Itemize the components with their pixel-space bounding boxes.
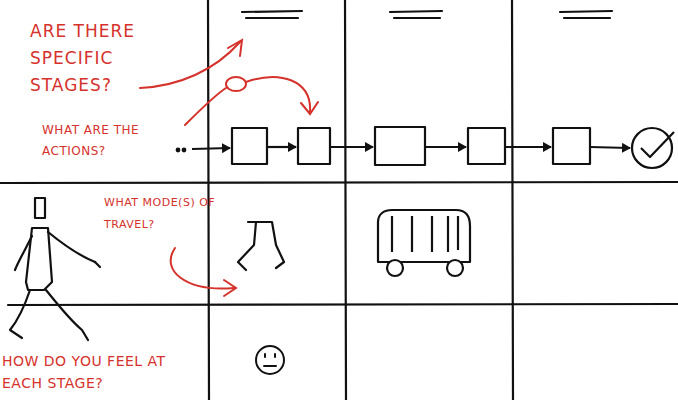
figure-hand xyxy=(95,262,100,267)
dot xyxy=(177,149,180,152)
walking-hip xyxy=(256,221,262,223)
bus-window xyxy=(391,216,393,252)
leader-line xyxy=(185,88,226,125)
annotation-note: HOW DO YOU FEEL AT EACH STAGE? xyxy=(2,350,172,394)
header-mark xyxy=(394,17,440,19)
annotation-note: WHAT ARE THE ACTIONS? xyxy=(42,120,172,162)
flow-arrow xyxy=(267,146,296,148)
bus-window xyxy=(431,216,433,252)
flow-arrow xyxy=(192,148,230,149)
grid-line xyxy=(512,0,513,400)
figure-arm xyxy=(48,232,95,262)
action-box xyxy=(553,128,590,164)
walking-icon xyxy=(238,222,284,270)
grid-line xyxy=(0,182,678,183)
traveller-figure xyxy=(10,198,100,340)
face-mouth xyxy=(264,365,276,367)
grid-line xyxy=(345,0,346,400)
action-flow xyxy=(177,127,674,168)
flow-arrow xyxy=(330,146,373,148)
walking-leg xyxy=(238,222,256,270)
leader-line xyxy=(140,42,240,88)
bus-window xyxy=(457,216,459,250)
feeling-face xyxy=(256,346,284,374)
walking-leg xyxy=(262,222,284,268)
annotation-note: WHAT MODE(S) OF TRAVEL? xyxy=(104,192,216,236)
figure-leg xyxy=(10,290,30,338)
figure-arm xyxy=(15,236,32,270)
flow-arrow xyxy=(505,146,551,148)
figure-head xyxy=(35,198,45,218)
annotation-arrows xyxy=(140,40,318,296)
leader-line xyxy=(246,77,310,112)
bus-wheel xyxy=(387,260,403,276)
dot xyxy=(183,149,186,152)
action-box xyxy=(232,128,267,164)
face-eye xyxy=(264,354,266,357)
annotation-note: ARE THERE SPECIFIC STAGES? xyxy=(30,18,160,99)
flow-arrow xyxy=(425,146,466,148)
leader-line xyxy=(171,248,234,288)
header-mark xyxy=(560,11,612,12)
bus-body xyxy=(378,210,470,262)
header-mark xyxy=(242,11,302,12)
leader-loop xyxy=(226,77,246,91)
action-box xyxy=(468,128,505,164)
leader-head xyxy=(228,40,242,56)
bus-window xyxy=(411,216,413,252)
header-mark xyxy=(390,11,442,12)
flow-arrow xyxy=(590,147,630,148)
face-eye xyxy=(274,354,276,357)
figure-leg xyxy=(46,290,88,340)
action-box xyxy=(298,128,330,164)
leader-head xyxy=(301,102,318,114)
header-mark xyxy=(564,17,610,19)
action-box xyxy=(375,127,425,165)
leader-head xyxy=(224,280,236,296)
header-mark xyxy=(246,17,298,19)
goal-circle xyxy=(632,128,672,168)
bus-icon xyxy=(378,210,470,276)
bus-wheel xyxy=(447,260,463,276)
bus-window xyxy=(447,216,449,252)
grid-line xyxy=(8,304,678,305)
figure-body xyxy=(26,228,52,290)
face-outline xyxy=(256,346,284,374)
check-mark xyxy=(641,132,674,157)
